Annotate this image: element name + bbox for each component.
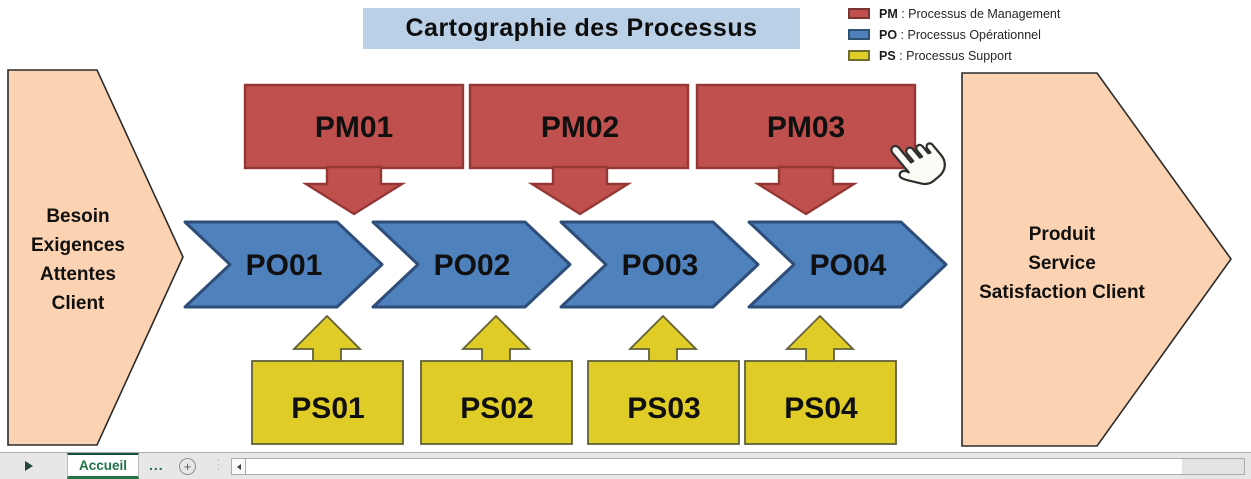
input-text-line: Client — [52, 293, 105, 314]
process-label: PO03 — [622, 249, 699, 282]
chevron-shape[interactable] — [747, 220, 948, 309]
ps-up-arrow[interactable] — [460, 314, 532, 363]
legend-label: Processus Support — [906, 48, 1012, 63]
legend-item-po: PO : Processus Opérationnel — [848, 24, 1060, 45]
sheet-tab-bar: Accueil ... + ⋮ — [0, 452, 1251, 479]
pointer-hand-cursor-icon — [890, 142, 946, 186]
process-label: PO02 — [434, 249, 511, 282]
output-endpoint-shape[interactable]: Produit Service Satisfaction Client — [961, 72, 1232, 447]
tab-overflow-button[interactable]: ... — [149, 457, 164, 473]
legend-item-ps: PS : Processus Support — [848, 45, 1060, 66]
ps-box[interactable] — [587, 360, 740, 445]
po-color-swatch-icon — [848, 29, 870, 40]
legend-separator: : — [897, 6, 909, 21]
plus-icon: + — [183, 459, 192, 474]
horizontal-scrollbar[interactable] — [231, 458, 1245, 475]
page-title: Cartographie des Processus — [363, 8, 800, 49]
output-text-line: Satisfaction Client — [979, 282, 1145, 303]
process-label: PM01 — [315, 111, 393, 144]
scroll-left-icon — [236, 463, 241, 470]
input-text-line: Besoin — [46, 206, 109, 227]
ps-box[interactable] — [251, 360, 404, 445]
pm-box[interactable] — [695, 83, 917, 170]
legend-text: PO : Processus Opérationnel — [879, 28, 1041, 42]
operational-process-po03[interactable]: PO03 — [559, 220, 760, 309]
management-process-pm03[interactable]: PM03 — [695, 83, 917, 216]
process-label: PS02 — [460, 392, 533, 425]
legend-code: PM — [879, 6, 898, 21]
pm-down-arrow[interactable] — [753, 165, 859, 216]
process-label: PO01 — [246, 249, 323, 282]
sheet-tab-accueil[interactable]: Accueil — [67, 453, 139, 479]
input-pentagon[interactable] — [7, 69, 184, 446]
scroll-left-button[interactable] — [232, 459, 246, 474]
ps-color-swatch-icon — [848, 50, 870, 61]
chevron-shape[interactable] — [559, 220, 760, 309]
support-process-ps02[interactable]: PS02 — [420, 314, 573, 445]
process-label: PM03 — [767, 111, 845, 144]
operational-process-po01[interactable]: PO01 — [183, 220, 384, 309]
legend: PM : Processus de Management PO : Proces… — [848, 3, 1060, 66]
scrollbar-thumb[interactable] — [246, 459, 1182, 474]
operational-process-po02[interactable]: PO02 — [371, 220, 572, 309]
support-process-ps03[interactable]: PS03 — [587, 314, 740, 445]
pm-box[interactable] — [468, 83, 690, 170]
operational-process-po04[interactable]: PO04 — [747, 220, 948, 309]
process-map-canvas: Besoin Exigences Attentes Client Produit… — [7, 69, 1232, 447]
add-sheet-button[interactable]: + — [179, 458, 196, 475]
process-label: PS04 — [784, 392, 858, 425]
support-process-ps04[interactable]: PS04 — [744, 314, 897, 445]
chevron-shape[interactable] — [371, 220, 572, 309]
ps-box[interactable] — [420, 360, 573, 445]
pm-down-arrow[interactable] — [301, 165, 407, 216]
legend-separator: : — [897, 27, 908, 42]
output-text-line: Service — [1028, 253, 1096, 274]
ps-box[interactable] — [744, 360, 897, 445]
legend-label: Processus Opérationnel — [907, 27, 1041, 42]
legend-item-pm: PM : Processus de Management — [848, 3, 1060, 24]
input-endpoint-shape[interactable]: Besoin Exigences Attentes Client — [7, 69, 184, 446]
legend-code: PO — [879, 27, 898, 42]
output-text-line: Produit — [1029, 224, 1096, 245]
process-label: PS01 — [291, 392, 364, 425]
pm-down-arrow[interactable] — [527, 165, 633, 216]
legend-label: Processus de Management — [908, 6, 1061, 21]
legend-text: PS : Processus Support — [879, 49, 1012, 63]
pm-color-swatch-icon — [848, 8, 870, 19]
legend-separator: : — [895, 48, 907, 63]
process-label: PO04 — [810, 249, 887, 282]
ps-up-arrow[interactable] — [627, 314, 699, 363]
legend-code: PS — [879, 48, 896, 63]
output-pentagon[interactable] — [961, 72, 1232, 447]
ps-up-arrow[interactable] — [291, 314, 363, 363]
splitter-handle-icon[interactable]: ⋮ — [212, 457, 225, 472]
sheet-tab-label: Accueil — [78, 458, 128, 473]
chevron-shape[interactable] — [183, 220, 384, 309]
input-text-line: Exigences — [31, 235, 125, 256]
management-process-pm01[interactable]: PM01 — [243, 83, 465, 216]
process-label: PS03 — [627, 392, 700, 425]
pm-box[interactable] — [243, 83, 465, 170]
ps-up-arrow[interactable] — [784, 314, 856, 363]
process-label: PM02 — [541, 111, 619, 144]
management-process-pm02[interactable]: PM02 — [468, 83, 690, 216]
input-text-line: Attentes — [40, 264, 116, 285]
support-process-ps01[interactable]: PS01 — [251, 314, 404, 445]
sheet-nav-right-icon[interactable] — [25, 461, 33, 471]
legend-text: PM : Processus de Management — [879, 7, 1060, 21]
